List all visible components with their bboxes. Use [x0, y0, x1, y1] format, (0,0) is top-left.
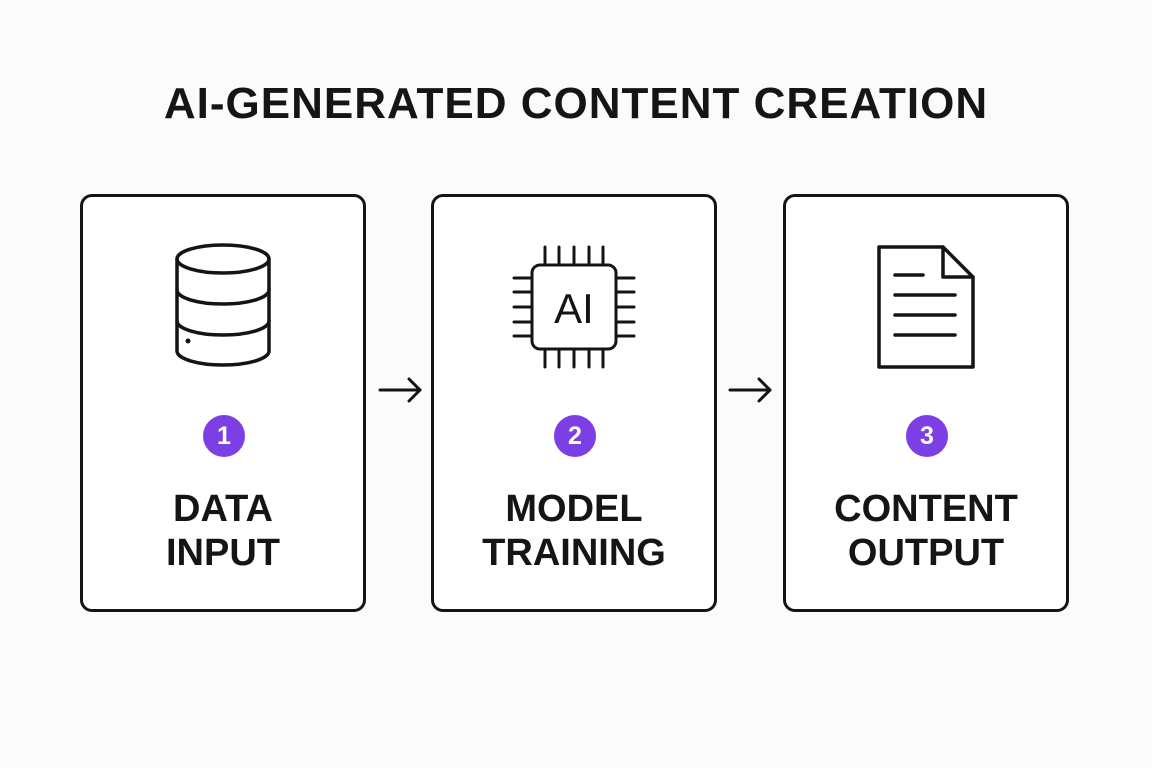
step-number-badge: 2: [554, 415, 596, 457]
database-icon: [83, 237, 363, 377]
step-label-line: TRAINING: [482, 532, 666, 574]
step-card-model-training: AI 2 MODEL TRAINING: [431, 194, 717, 612]
step-label-line: OUTPUT: [847, 532, 1005, 574]
step-card-data-input: 1 DATA INPUT: [80, 194, 366, 612]
ai-chip-text: AI: [554, 285, 594, 332]
step-label-line: DATA: [173, 488, 273, 530]
step-number-badge: 3: [906, 415, 948, 457]
step-label: MODEL TRAINING: [434, 487, 714, 575]
ai-chip-icon: AI: [434, 237, 714, 377]
step-label: CONTENT OUTPUT: [786, 487, 1066, 575]
arrow-right-icon: [728, 377, 772, 403]
arrow-right-icon: [378, 377, 422, 403]
step-label-line: MODEL: [505, 488, 643, 530]
step-label-line: CONTENT: [834, 488, 1018, 530]
document-icon: [786, 237, 1066, 377]
step-label-line: INPUT: [166, 532, 280, 574]
step-label: DATA INPUT: [83, 487, 363, 575]
diagram-title: AI-GENERATED CONTENT CREATION: [163, 79, 989, 128]
step-number-badge: 1: [203, 415, 245, 457]
step-card-content-output: 3 CONTENT OUTPUT: [783, 194, 1069, 612]
